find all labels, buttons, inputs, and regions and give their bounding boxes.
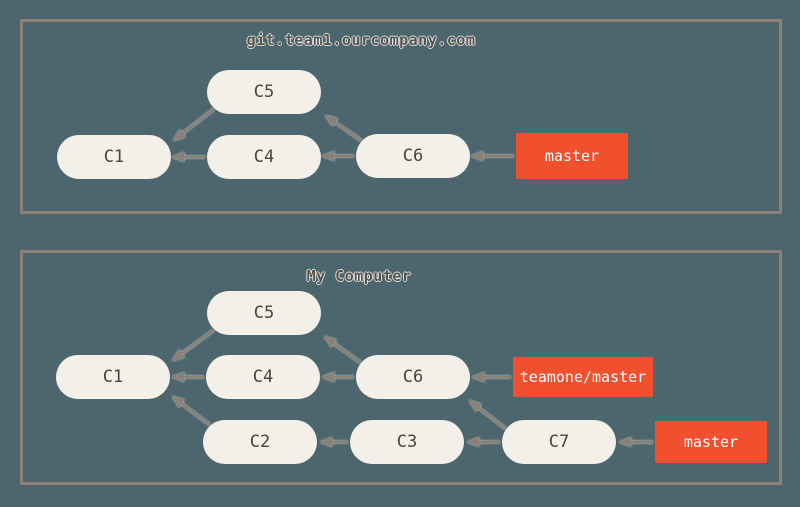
remote-repo-title: git.team1.ourcompany.com xyxy=(246,31,476,49)
commit-node-c3-local: C3 xyxy=(350,420,464,464)
commit-node-c1-remote: C1 xyxy=(57,135,171,179)
commit-node-c6-local: C6 xyxy=(356,355,470,399)
local-computer-panel xyxy=(20,250,782,485)
branch-label-master-remote: master xyxy=(516,133,628,179)
commit-node-c1-local: C1 xyxy=(56,355,170,399)
commit-label: C1 xyxy=(103,147,125,167)
commit-node-c7-local: C7 xyxy=(502,420,616,464)
commit-label: C5 xyxy=(253,303,275,323)
branch-label-text: master xyxy=(544,147,600,165)
local-computer-title: My Computer xyxy=(306,267,412,285)
commit-node-c5-remote: C5 xyxy=(207,70,321,114)
remote-repo-panel xyxy=(20,19,782,214)
commit-label: C6 xyxy=(402,146,424,166)
branch-label-teamone-master: teamone/master xyxy=(513,357,653,397)
commit-node-c5-local: C5 xyxy=(207,291,321,335)
commit-node-c4-local: C4 xyxy=(206,355,320,399)
branch-label-master-local: master xyxy=(655,421,767,463)
commit-label: C3 xyxy=(396,432,418,452)
commit-label: C2 xyxy=(249,432,271,452)
commit-node-c2-local: C2 xyxy=(203,420,317,464)
branch-label-text: teamone/master xyxy=(519,368,647,386)
commit-label: C4 xyxy=(253,147,275,167)
commit-node-c6-remote: C6 xyxy=(356,134,470,178)
commit-label: C7 xyxy=(548,432,570,452)
commit-label: C6 xyxy=(402,367,424,387)
commit-node-c4-remote: C4 xyxy=(207,135,321,179)
commit-label: C1 xyxy=(102,367,124,387)
branch-label-text: master xyxy=(683,433,739,451)
commit-label: C5 xyxy=(253,82,275,102)
commit-label: C4 xyxy=(252,367,274,387)
